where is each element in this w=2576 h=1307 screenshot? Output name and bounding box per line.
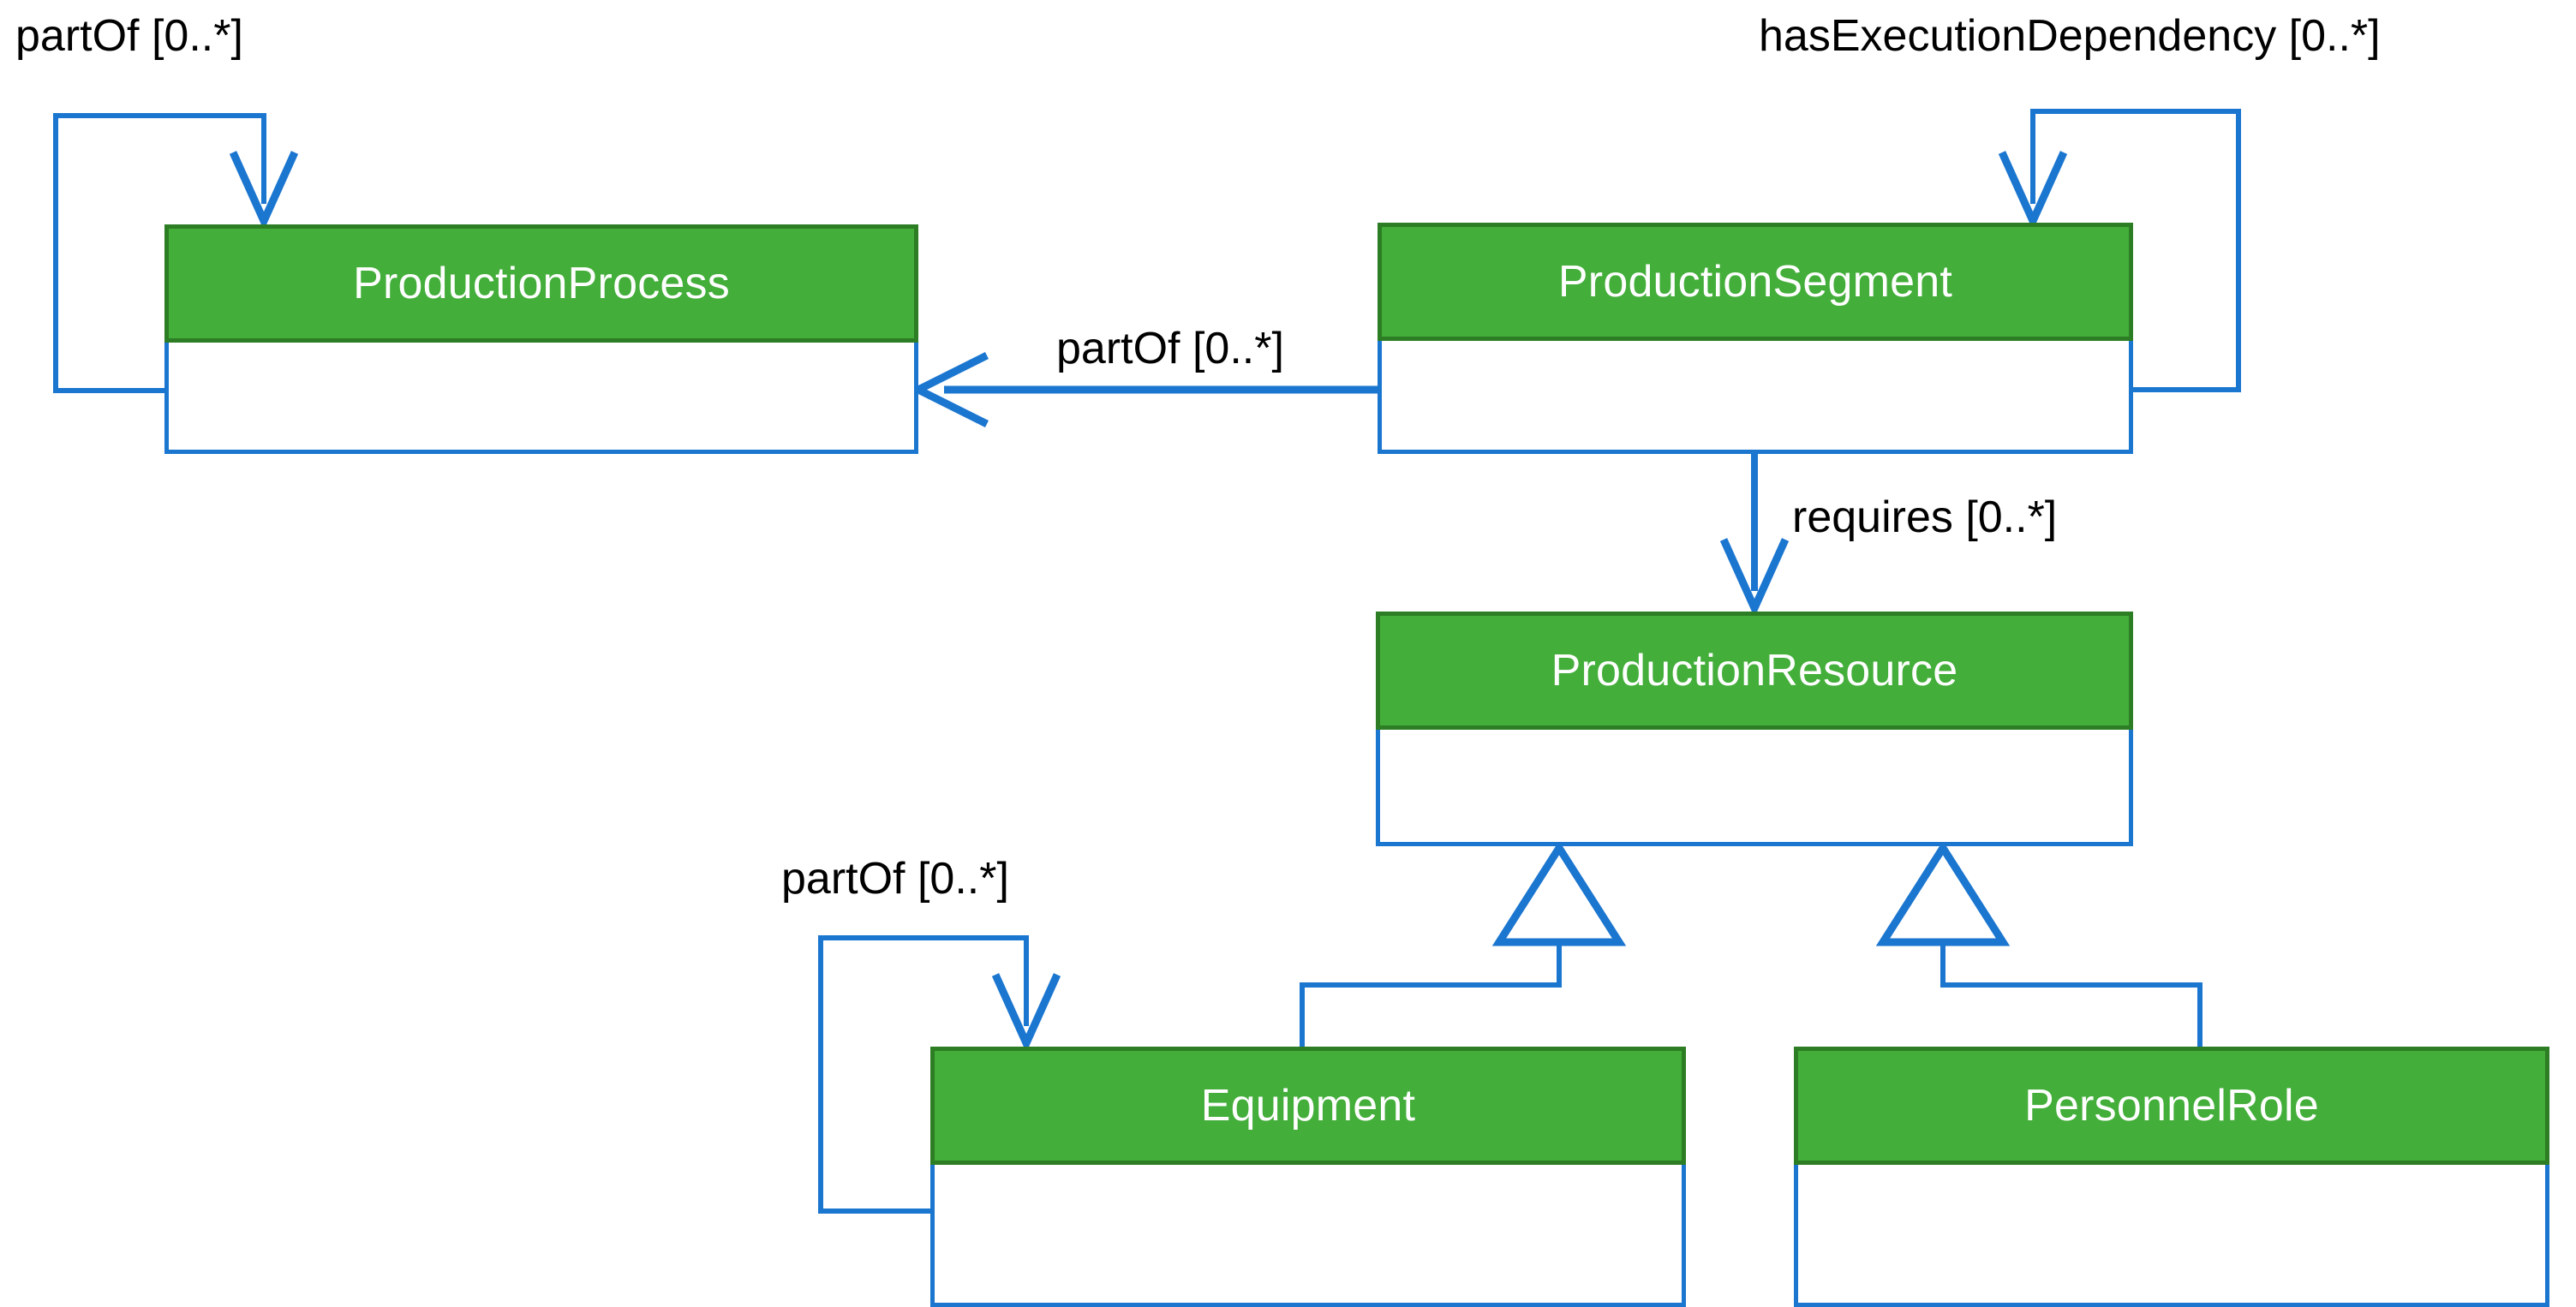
edge-segment-partof-process-arrowhead bbox=[909, 351, 989, 428]
edge-label-segment-hasexecutiondependency-self: hasExecutionDependency [0..*] bbox=[1759, 11, 2381, 61]
edge-segment-hasexecutiondependency-self-line bbox=[2030, 109, 2241, 392]
class-box-production-segment[interactable]: ProductionSegment bbox=[1378, 223, 2133, 454]
edge-equipment-generalizes-resource-line bbox=[1300, 942, 1562, 1047]
edge-process-partof-self-line bbox=[53, 113, 266, 393]
class-box-production-resource[interactable]: ProductionResource bbox=[1376, 612, 2133, 846]
class-header-personnel-role: PersonnelRole bbox=[1794, 1047, 2549, 1165]
class-attributes-compartment-production-process bbox=[169, 343, 914, 450]
class-box-equipment[interactable]: Equipment bbox=[930, 1047, 1686, 1307]
class-attributes-compartment-personnel-role bbox=[1798, 1165, 2545, 1303]
class-box-production-process[interactable]: ProductionProcess bbox=[164, 224, 918, 454]
class-header-equipment: Equipment bbox=[930, 1047, 1686, 1165]
edge-equipment-generalizes-resource bbox=[1300, 840, 1627, 1047]
class-attributes-compartment-production-resource bbox=[1380, 730, 2129, 842]
edge-segment-requires-resource-arrowhead bbox=[1719, 538, 1790, 618]
edge-segment-partof-process bbox=[909, 351, 1378, 428]
edge-process-partof-self bbox=[53, 113, 299, 393]
edge-personnelrole-generalizes-resource-triangle-icon bbox=[1875, 840, 2011, 946]
edge-equipment-partof-self bbox=[818, 935, 1061, 1214]
edge-personnelrole-generalizes-resource-line bbox=[1940, 942, 2202, 1047]
edge-label-process-partof-self: partOf [0..*] bbox=[15, 11, 243, 61]
edge-label-segment-partof-process: partOf [0..*] bbox=[1056, 324, 1284, 373]
edge-segment-requires-resource bbox=[1719, 454, 1790, 618]
edge-process-partof-self-arrowhead bbox=[229, 151, 299, 230]
edge-label-equipment-partof-self: partOf [0..*] bbox=[781, 854, 1009, 904]
edge-equipment-generalizes-resource-triangle-icon bbox=[1491, 840, 1627, 946]
edge-equipment-partof-self-arrowhead bbox=[991, 973, 1061, 1053]
class-header-production-process: ProductionProcess bbox=[164, 224, 918, 343]
class-header-production-resource: ProductionResource bbox=[1376, 612, 2133, 730]
edge-segment-hasexecutiondependency-self bbox=[1998, 109, 2241, 392]
class-box-personnel-role[interactable]: PersonnelRole bbox=[1794, 1047, 2549, 1307]
edge-equipment-partof-self-line bbox=[818, 935, 1029, 1214]
class-attributes-compartment-production-segment bbox=[1382, 341, 2129, 450]
class-header-production-segment: ProductionSegment bbox=[1378, 223, 2133, 341]
class-attributes-compartment-equipment bbox=[935, 1165, 1682, 1303]
edge-personnelrole-generalizes-resource bbox=[1875, 840, 2202, 1047]
edge-label-segment-requires-resource: requires [0..*] bbox=[1792, 492, 2058, 542]
edge-segment-hasexecutiondependency-self-arrowhead bbox=[1998, 151, 2068, 230]
